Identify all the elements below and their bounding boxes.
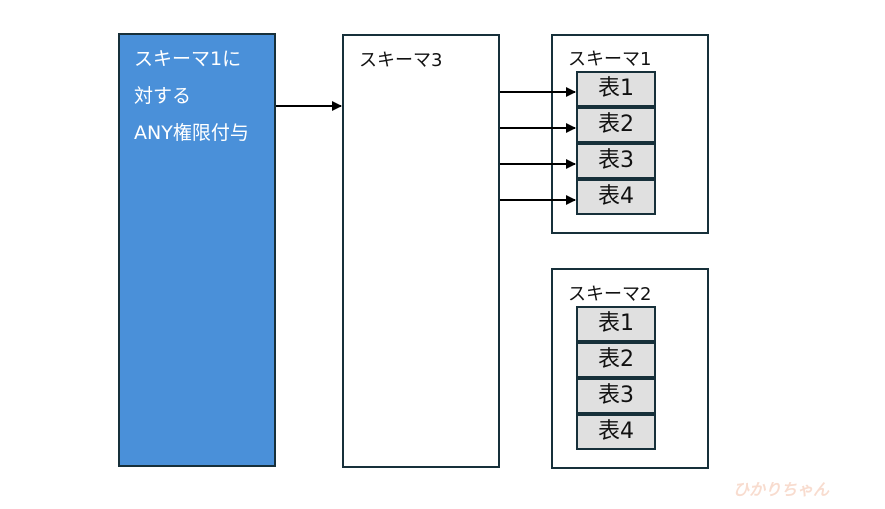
grant-line-3: ANY権限付与: [134, 122, 249, 144]
grant-line-2: 対する: [134, 85, 192, 107]
schema3-title: スキーマ3: [359, 50, 443, 71]
watermark-logo: ひかりちゃん: [733, 480, 830, 499]
schema2-title: スキーマ2: [568, 284, 652, 305]
schema2-table-2: 表2: [576, 342, 656, 378]
schema1-table-2: 表2: [576, 107, 656, 143]
schema1-title: スキーマ1: [568, 49, 652, 70]
schema1-table-1: 表1: [576, 71, 656, 107]
schema1-table-3: 表3: [576, 143, 656, 179]
schema2-table-1: 表1: [576, 306, 656, 342]
schema2-table-4: 表4: [576, 414, 656, 450]
grant-line-1: スキーマ1に: [134, 48, 242, 70]
schema1-table-4: 表4: [576, 179, 656, 215]
schema3-box: スキーマ3: [342, 34, 500, 468]
schema2-table-3: 表3: [576, 378, 656, 414]
any-privilege-grant-box: スキーマ1に 対する ANY権限付与: [118, 33, 276, 467]
